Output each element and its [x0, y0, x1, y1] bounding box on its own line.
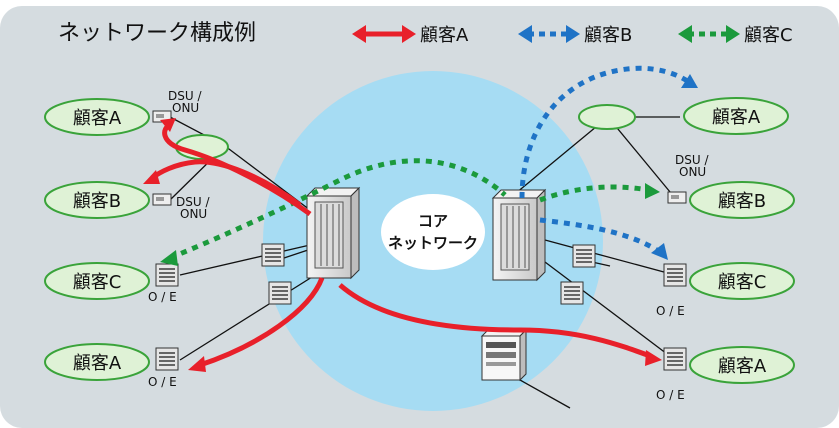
legend-customer-a: 顧客A	[352, 25, 469, 46]
right-oe-2	[663, 347, 687, 371]
svg-text:顧客A: 顧客A	[718, 356, 767, 377]
customer-b-arrowhead-right	[651, 243, 668, 260]
customer-oval-left-a2: 顧客A	[44, 343, 150, 381]
customer-a-paths	[150, 122, 651, 368]
left-oe-1	[155, 263, 179, 287]
oe-label-right-1: O / E	[656, 304, 685, 318]
customer-oval-right-c: 顧客C	[689, 262, 795, 300]
customer-b-paths	[519, 65, 692, 255]
server-rack	[480, 328, 528, 382]
right-switch-1	[572, 244, 596, 268]
svg-text:顧客A: 顧客A	[73, 353, 122, 374]
right-oe-1	[663, 263, 687, 287]
customer-a-path-right	[338, 283, 651, 359]
customer-c-path-arc	[169, 158, 507, 261]
customer-c-paths	[169, 158, 649, 261]
svg-text:顧客B: 顧客B	[718, 191, 766, 212]
dsu-label-left-bottom-1: DSU /	[176, 195, 210, 209]
dsu-label-left-bottom-2: ONU	[180, 207, 207, 221]
core-label-line2: ネットワーク	[388, 234, 478, 252]
customer-b-path-top	[519, 65, 692, 199]
legend-customer-b: 顧客B	[518, 25, 632, 46]
customer-a-arrowhead-right	[645, 350, 662, 366]
customer-oval-right-a1: 顧客A	[683, 97, 789, 135]
customer-a-path-b	[150, 159, 302, 208]
device-labels: DSU / ONU DSU / ONU DSU / ONU O / E O / …	[148, 89, 709, 402]
customer-a-arrowhead-top	[160, 118, 176, 132]
right-access-oval	[578, 104, 636, 130]
core-label-bubble	[381, 194, 485, 270]
legend-label-b: 顧客B	[584, 25, 632, 46]
oe-label-left-1: O / E	[148, 290, 177, 304]
left-core-router	[305, 186, 361, 280]
svg-text:顧客A: 顧客A	[712, 107, 761, 128]
customer-oval-right-b: 顧客B	[689, 181, 795, 219]
customer-oval-right-a2: 顧客A	[689, 346, 795, 384]
oe-label-left-2: O / E	[148, 375, 177, 389]
right-dsu-1	[667, 191, 687, 204]
dsu-label-right-2: ONU	[679, 165, 706, 179]
left-dsu-2	[152, 193, 172, 206]
legend-customer-c: 顧客C	[678, 25, 793, 46]
dsu-label-left-top-2: ONU	[172, 101, 199, 115]
customer-c-arrowhead-left	[160, 250, 178, 266]
left-switch-2	[268, 281, 292, 305]
oe-label-right-2: O / E	[656, 388, 685, 402]
customer-b-path-right	[539, 217, 662, 255]
left-switch-1	[261, 243, 285, 267]
legend-label-c: 顧客C	[744, 25, 793, 46]
legend-label-a: 顧客A	[420, 25, 469, 46]
right-switch-2	[560, 281, 584, 305]
customer-oval-left-b: 顧客B	[44, 181, 150, 219]
legend: 顧客A 顧客B 顧客C	[352, 25, 793, 46]
dsu-label-right-1: DSU /	[675, 153, 709, 167]
svg-text:顧客A: 顧客A	[73, 108, 122, 129]
right-core-router	[491, 188, 547, 282]
svg-text:顧客B: 顧客B	[73, 191, 121, 212]
left-oe-2	[155, 347, 179, 371]
customer-b-arrowhead-top	[681, 74, 698, 88]
customer-a-arrowhead-b	[143, 170, 160, 184]
customer-a-arrowhead-down	[188, 356, 206, 372]
customer-oval-left-c: 顧客C	[44, 262, 150, 300]
customer-c-path-right	[539, 184, 649, 203]
dsu-label-left-top-1: DSU /	[168, 89, 202, 103]
customer-c-arrowhead-right	[645, 183, 660, 199]
customer-a-path-down	[199, 277, 325, 368]
svg-text:顧客C: 顧客C	[73, 272, 122, 293]
svg-text:顧客C: 顧客C	[718, 272, 767, 293]
diagram-title: ネットワーク構成例	[58, 21, 256, 46]
customer-oval-left-a1: 顧客A	[44, 98, 150, 136]
core-label-line1: コア	[418, 212, 448, 230]
